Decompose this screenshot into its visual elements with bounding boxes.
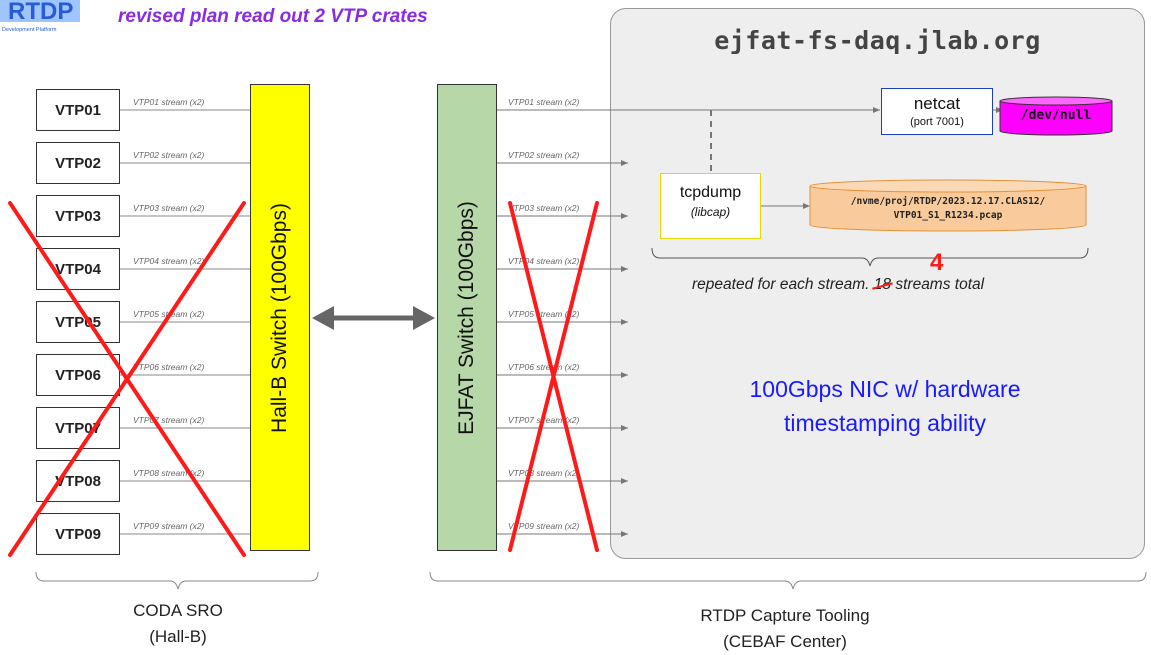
- ejfat-stream-label: VTP08 stream (x2): [508, 468, 580, 478]
- coda-group-title: CODA SRO: [133, 601, 223, 620]
- crate-vtp01: VTP01: [36, 89, 120, 131]
- pcap-file-label: /nvme/proj/RTDP/2023.12.17.CLAS12/ VTP01…: [812, 195, 1084, 223]
- pcap-cylinder: [809, 179, 1087, 232]
- crate-vtp03: VTP03: [36, 195, 120, 237]
- ejfat-stream-label: VTP06 stream (x2): [508, 362, 580, 372]
- hallb-stream-lines: [120, 109, 250, 535]
- crate-vtp09: VTP09: [36, 513, 120, 555]
- coda-group-subtitle: (Hall-B): [149, 627, 207, 646]
- tcpdump-title: tcpdump: [679, 184, 742, 201]
- pcap-filename: VTP01_S1_R1234.pcap: [893, 210, 1003, 221]
- switch-link-arrow: [312, 306, 435, 330]
- server-hostname: ejfat-fs-daq.jlab.org: [714, 26, 1041, 55]
- rtdp-group-brace: [429, 571, 1147, 590]
- devnull-cylinder: [999, 96, 1113, 136]
- repeat-note-correction: 4: [930, 249, 944, 276]
- crate-vtp04: VTP04: [36, 248, 120, 290]
- hallb-stream-label: VTP06 stream (x2): [133, 362, 205, 372]
- devnull-label: /dev/null: [1020, 108, 1092, 123]
- hallb-stream-label: VTP09 stream (x2): [133, 521, 205, 531]
- crate-vtp07: VTP07: [36, 407, 120, 449]
- logo-subtext: Development Platform: [2, 27, 57, 33]
- hallb-stream-label: VTP08 stream (x2): [133, 468, 205, 478]
- pcap-path: /nvme/proj/RTDP/2023.12.17.CLAS12/: [850, 196, 1046, 207]
- tcpdump-lib: (libcap): [690, 205, 731, 219]
- hallb-stream-label: VTP07 stream (x2): [133, 415, 205, 425]
- crate-vtp02: VTP02: [36, 142, 120, 184]
- logo-text: RTDP: [8, 0, 73, 25]
- hallb-stream-label: VTP02 stream (x2): [133, 150, 205, 160]
- repeat-brace: [651, 247, 1089, 267]
- crossout-hallb-crates: [8, 201, 246, 557]
- ejfat-stream-label: VTP01 stream (x2): [508, 97, 580, 107]
- nic-note-line2: timestamping ability: [784, 410, 986, 436]
- ejfat-stream-arrows: [497, 107, 880, 537]
- repeat-note-struck-count: 18: [873, 276, 892, 293]
- rtdp-group-label: RTDP Capture Tooling (CEBAF Center): [650, 603, 920, 655]
- nic-note: 100Gbps NIC w/ hardware timestamping abi…: [690, 372, 1080, 440]
- tcpdump-box: tcpdump (libcap): [660, 173, 761, 239]
- ejfat-stream-label: VTP05 stream (x2): [508, 309, 580, 319]
- nic-note-line1: 100Gbps NIC w/ hardware: [749, 376, 1021, 402]
- hallb-switch: Hall-B Switch (100Gbps): [250, 84, 310, 551]
- repeat-note-before: repeated for each stream.: [692, 276, 874, 293]
- page-title: revised plan read out 2 VTP crates: [118, 6, 428, 27]
- ejfat-stream-label: VTP03 stream (x2): [508, 203, 580, 213]
- hallb-stream-label: VTP03 stream (x2): [133, 203, 205, 213]
- ejfat-stream-label: VTP02 stream (x2): [508, 150, 580, 160]
- coda-group-brace: [35, 571, 319, 590]
- ejfat-switch: EJFAT Switch (100Gbps): [437, 84, 497, 551]
- netcat-port: (port 7001): [910, 116, 964, 128]
- ejfat-stream-label: VTP04 stream (x2): [508, 256, 580, 266]
- hallb-stream-label: VTP01 stream (x2): [133, 97, 205, 107]
- rtdp-group-subtitle: (CEBAF Center): [723, 632, 847, 651]
- rtdp-group-title: RTDP Capture Tooling: [700, 606, 870, 625]
- netcat-title: netcat: [913, 94, 961, 113]
- coda-group-label: CODA SRO (Hall-B): [88, 598, 268, 650]
- ejfat-stream-label: VTP09 stream (x2): [508, 521, 580, 531]
- repeat-note-after: streams total: [891, 276, 985, 293]
- hallb-stream-label: VTP04 stream (x2): [133, 256, 205, 266]
- netcat-box: netcat (port 7001): [881, 88, 993, 135]
- rtdp-logo: RTDP Development Platform: [0, 0, 90, 34]
- repeat-note: repeated for each stream. 18 streams tot…: [692, 276, 984, 294]
- crossout-ejfat-streams: [508, 201, 599, 552]
- crate-vtp06: VTP06: [36, 354, 120, 396]
